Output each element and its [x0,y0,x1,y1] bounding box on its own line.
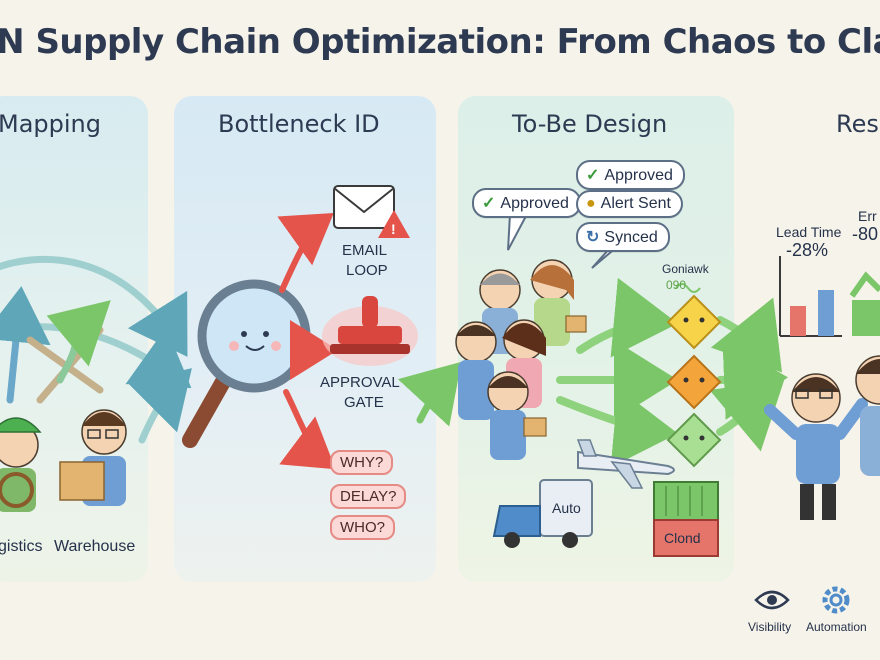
bottleneck-arrows [277,213,338,470]
pill-delay: DELAY? [330,484,407,509]
status-diamonds [666,294,722,468]
container-icon [653,481,719,557]
warning-icon: ! [378,210,410,238]
pill-why: WHY? [330,450,394,475]
label-visibility: Visibility [748,620,792,634]
check-icon: ✓ [586,167,600,184]
truck-label: Auto [552,500,581,516]
check-icon: ✓ [482,195,496,212]
pill-who: WHO? [330,515,395,540]
label-loop: LOOP [346,262,388,279]
bubble-approved-left: ✓Approved [472,188,581,218]
metric-errors-label: Err [858,208,877,224]
worker-green-hat [0,417,42,512]
results-bars [779,256,880,337]
heading-bottleneck: Bottleneck ID [218,110,380,138]
label-warehouse: Warehouse [54,538,136,555]
gear-icon [822,586,850,614]
label-approval: APPROVAL [320,374,400,391]
container-label: Clond [664,530,701,546]
stamp-icon [322,296,418,366]
heading-mapping: Mapping [0,110,101,138]
scribble-digits: 090 [666,278,687,292]
truck-icon [492,479,593,548]
team-group [455,259,587,460]
eye-icon [754,590,790,610]
scribble-text: Goniawk [662,262,709,276]
bubble-alert-sent: ●Alert Sent [576,190,683,218]
envelope-icon [333,185,395,229]
label-automation: Automation [806,620,867,634]
metric-lead-time-label: Lead Time [776,224,842,240]
sync-icon: ↻ [586,229,600,246]
label-gate: GATE [344,394,384,411]
celebrating-people [764,355,880,520]
magnifier-icon [182,279,311,448]
heading-results: Res [836,110,879,138]
svg-text:!: ! [391,221,396,237]
bubble-approved-right: ✓Approved [576,160,685,190]
page-title: IN Supply Chain Optimization: From Chaos… [0,22,880,62]
bell-icon: ● [586,195,596,212]
chaos-arrows [0,255,192,404]
metric-errors-value: -80 [852,224,879,244]
bubble-synced: ↻Synced [576,222,670,252]
heading-to-be-design: To-Be Design [512,110,668,138]
label-email: EMAIL [342,242,388,259]
airplane-icon [576,439,675,489]
label-logistics: gistics [0,538,43,555]
worker-warehouse [59,409,127,506]
metric-lead-time-value: -28% [786,240,829,260]
